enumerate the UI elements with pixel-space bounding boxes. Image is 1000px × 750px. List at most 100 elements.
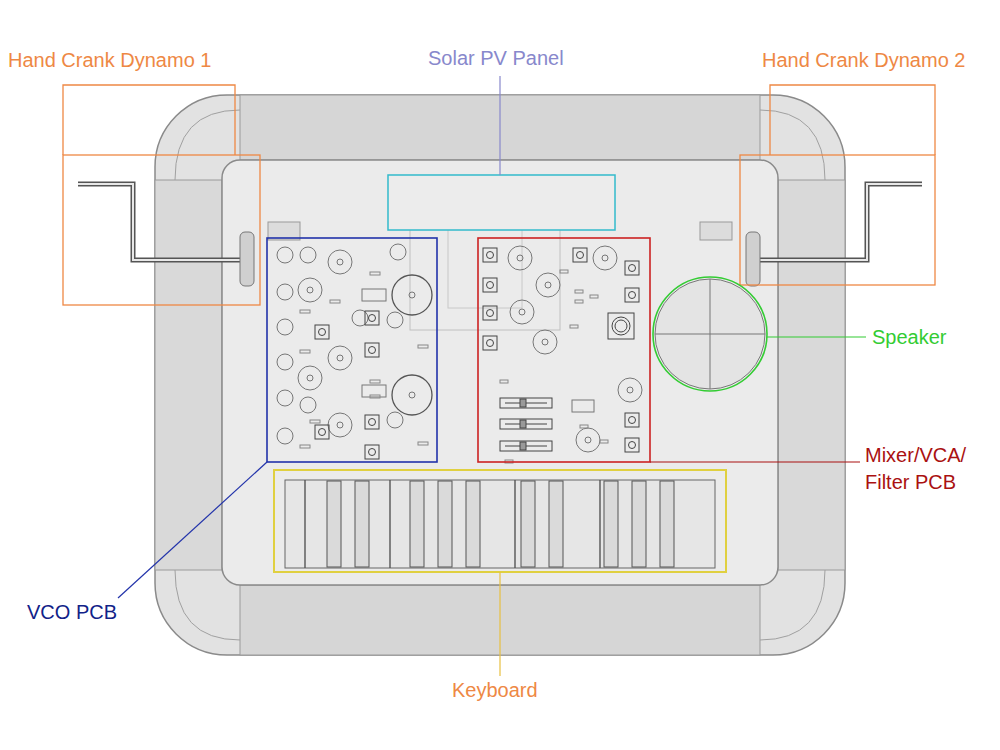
pcb bbox=[369, 449, 376, 456]
pcb bbox=[487, 310, 494, 317]
housing bbox=[700, 222, 732, 240]
pcb bbox=[612, 317, 630, 335]
keyboard-symbol bbox=[466, 481, 480, 567]
hand-crank bbox=[240, 232, 254, 286]
part-label: Keyboard bbox=[452, 678, 538, 702]
keyboard-symbol bbox=[599, 480, 600, 568]
pcb bbox=[370, 380, 380, 383]
pcb bbox=[608, 313, 634, 339]
keyboard-symbol bbox=[285, 480, 715, 568]
pcb bbox=[625, 438, 639, 452]
pcb bbox=[277, 428, 293, 444]
pcb bbox=[593, 246, 617, 270]
housing bbox=[222, 160, 778, 585]
solar-panel bbox=[388, 175, 615, 230]
pcb bbox=[337, 422, 343, 428]
pcb bbox=[625, 261, 639, 275]
pcb bbox=[300, 310, 310, 313]
solar-panel bbox=[388, 76, 615, 230]
keyboard-symbol bbox=[355, 481, 369, 567]
pcb bbox=[615, 320, 627, 332]
pcb bbox=[362, 289, 386, 301]
speaker-symbol bbox=[655, 279, 765, 389]
keyboard-symbol bbox=[327, 481, 341, 567]
dynamo-outline bbox=[63, 85, 235, 155]
pcb bbox=[487, 252, 494, 259]
pcb bbox=[307, 287, 313, 293]
pcb bbox=[542, 339, 548, 345]
part-label: Solar PV Panel bbox=[428, 46, 564, 70]
pcb bbox=[300, 397, 316, 413]
pcb bbox=[418, 345, 428, 348]
pcb bbox=[328, 413, 352, 437]
pcb bbox=[319, 329, 326, 336]
pcb bbox=[337, 355, 343, 361]
keyboard-symbol bbox=[521, 481, 535, 567]
pcb bbox=[590, 295, 598, 298]
pcb bbox=[520, 420, 526, 428]
pcb bbox=[369, 347, 376, 354]
dynamo-outline bbox=[63, 155, 260, 305]
pcb bbox=[118, 462, 267, 598]
pcb bbox=[483, 306, 497, 320]
pcb bbox=[519, 309, 525, 315]
pcb bbox=[369, 419, 376, 426]
pcb bbox=[328, 250, 352, 274]
pcb bbox=[520, 442, 526, 450]
pcb bbox=[365, 415, 379, 429]
pcb bbox=[362, 385, 386, 397]
pcb bbox=[387, 312, 403, 328]
pcb bbox=[629, 442, 636, 449]
pcb bbox=[409, 292, 415, 298]
pcb bbox=[478, 238, 650, 462]
keyboard-symbol bbox=[438, 481, 452, 567]
part-label: Hand Crank Dynamo 2 bbox=[762, 48, 965, 72]
pcb bbox=[365, 343, 379, 357]
hand-crank bbox=[78, 184, 245, 260]
housing bbox=[155, 95, 845, 655]
speaker-symbol bbox=[653, 277, 767, 391]
speaker-symbol bbox=[767, 336, 866, 337]
pcb bbox=[483, 336, 497, 350]
pcb bbox=[307, 375, 313, 381]
pcb bbox=[618, 378, 642, 402]
pcb bbox=[277, 247, 293, 263]
keyboard-symbol bbox=[274, 470, 726, 676]
keyboard-symbol bbox=[410, 481, 424, 567]
hand-crank bbox=[755, 184, 922, 260]
pcb bbox=[629, 292, 636, 299]
pcb bbox=[370, 395, 380, 398]
pcb bbox=[392, 275, 432, 315]
pcb bbox=[600, 440, 608, 443]
pcb bbox=[602, 255, 608, 261]
pcb bbox=[585, 437, 591, 443]
keyboard-symbol bbox=[499, 572, 500, 676]
hand-crank bbox=[746, 232, 760, 286]
solar-panel bbox=[499, 76, 500, 175]
speaker-symbol bbox=[710, 279, 711, 389]
pcb bbox=[310, 420, 320, 423]
pcb bbox=[483, 248, 497, 262]
pcb bbox=[365, 311, 379, 325]
pcb bbox=[650, 461, 860, 462]
keyboard-symbol bbox=[604, 481, 618, 567]
pcb bbox=[390, 244, 406, 260]
pcb bbox=[500, 380, 508, 383]
pcb bbox=[533, 330, 557, 354]
pcb bbox=[392, 375, 432, 415]
pcb bbox=[277, 354, 293, 370]
speaker-symbol bbox=[653, 277, 866, 391]
pcb bbox=[560, 270, 568, 273]
keyboard-symbol bbox=[514, 480, 515, 568]
hand-crank bbox=[78, 184, 245, 260]
dynamo-outline bbox=[740, 155, 935, 285]
pcb bbox=[483, 246, 642, 463]
hand-crank bbox=[755, 184, 922, 260]
pcb bbox=[277, 319, 293, 335]
dynamo-outline bbox=[63, 85, 935, 305]
dynamo-outline bbox=[770, 85, 935, 155]
pcb bbox=[487, 340, 494, 347]
pcb bbox=[575, 300, 583, 303]
pcb bbox=[365, 445, 379, 459]
